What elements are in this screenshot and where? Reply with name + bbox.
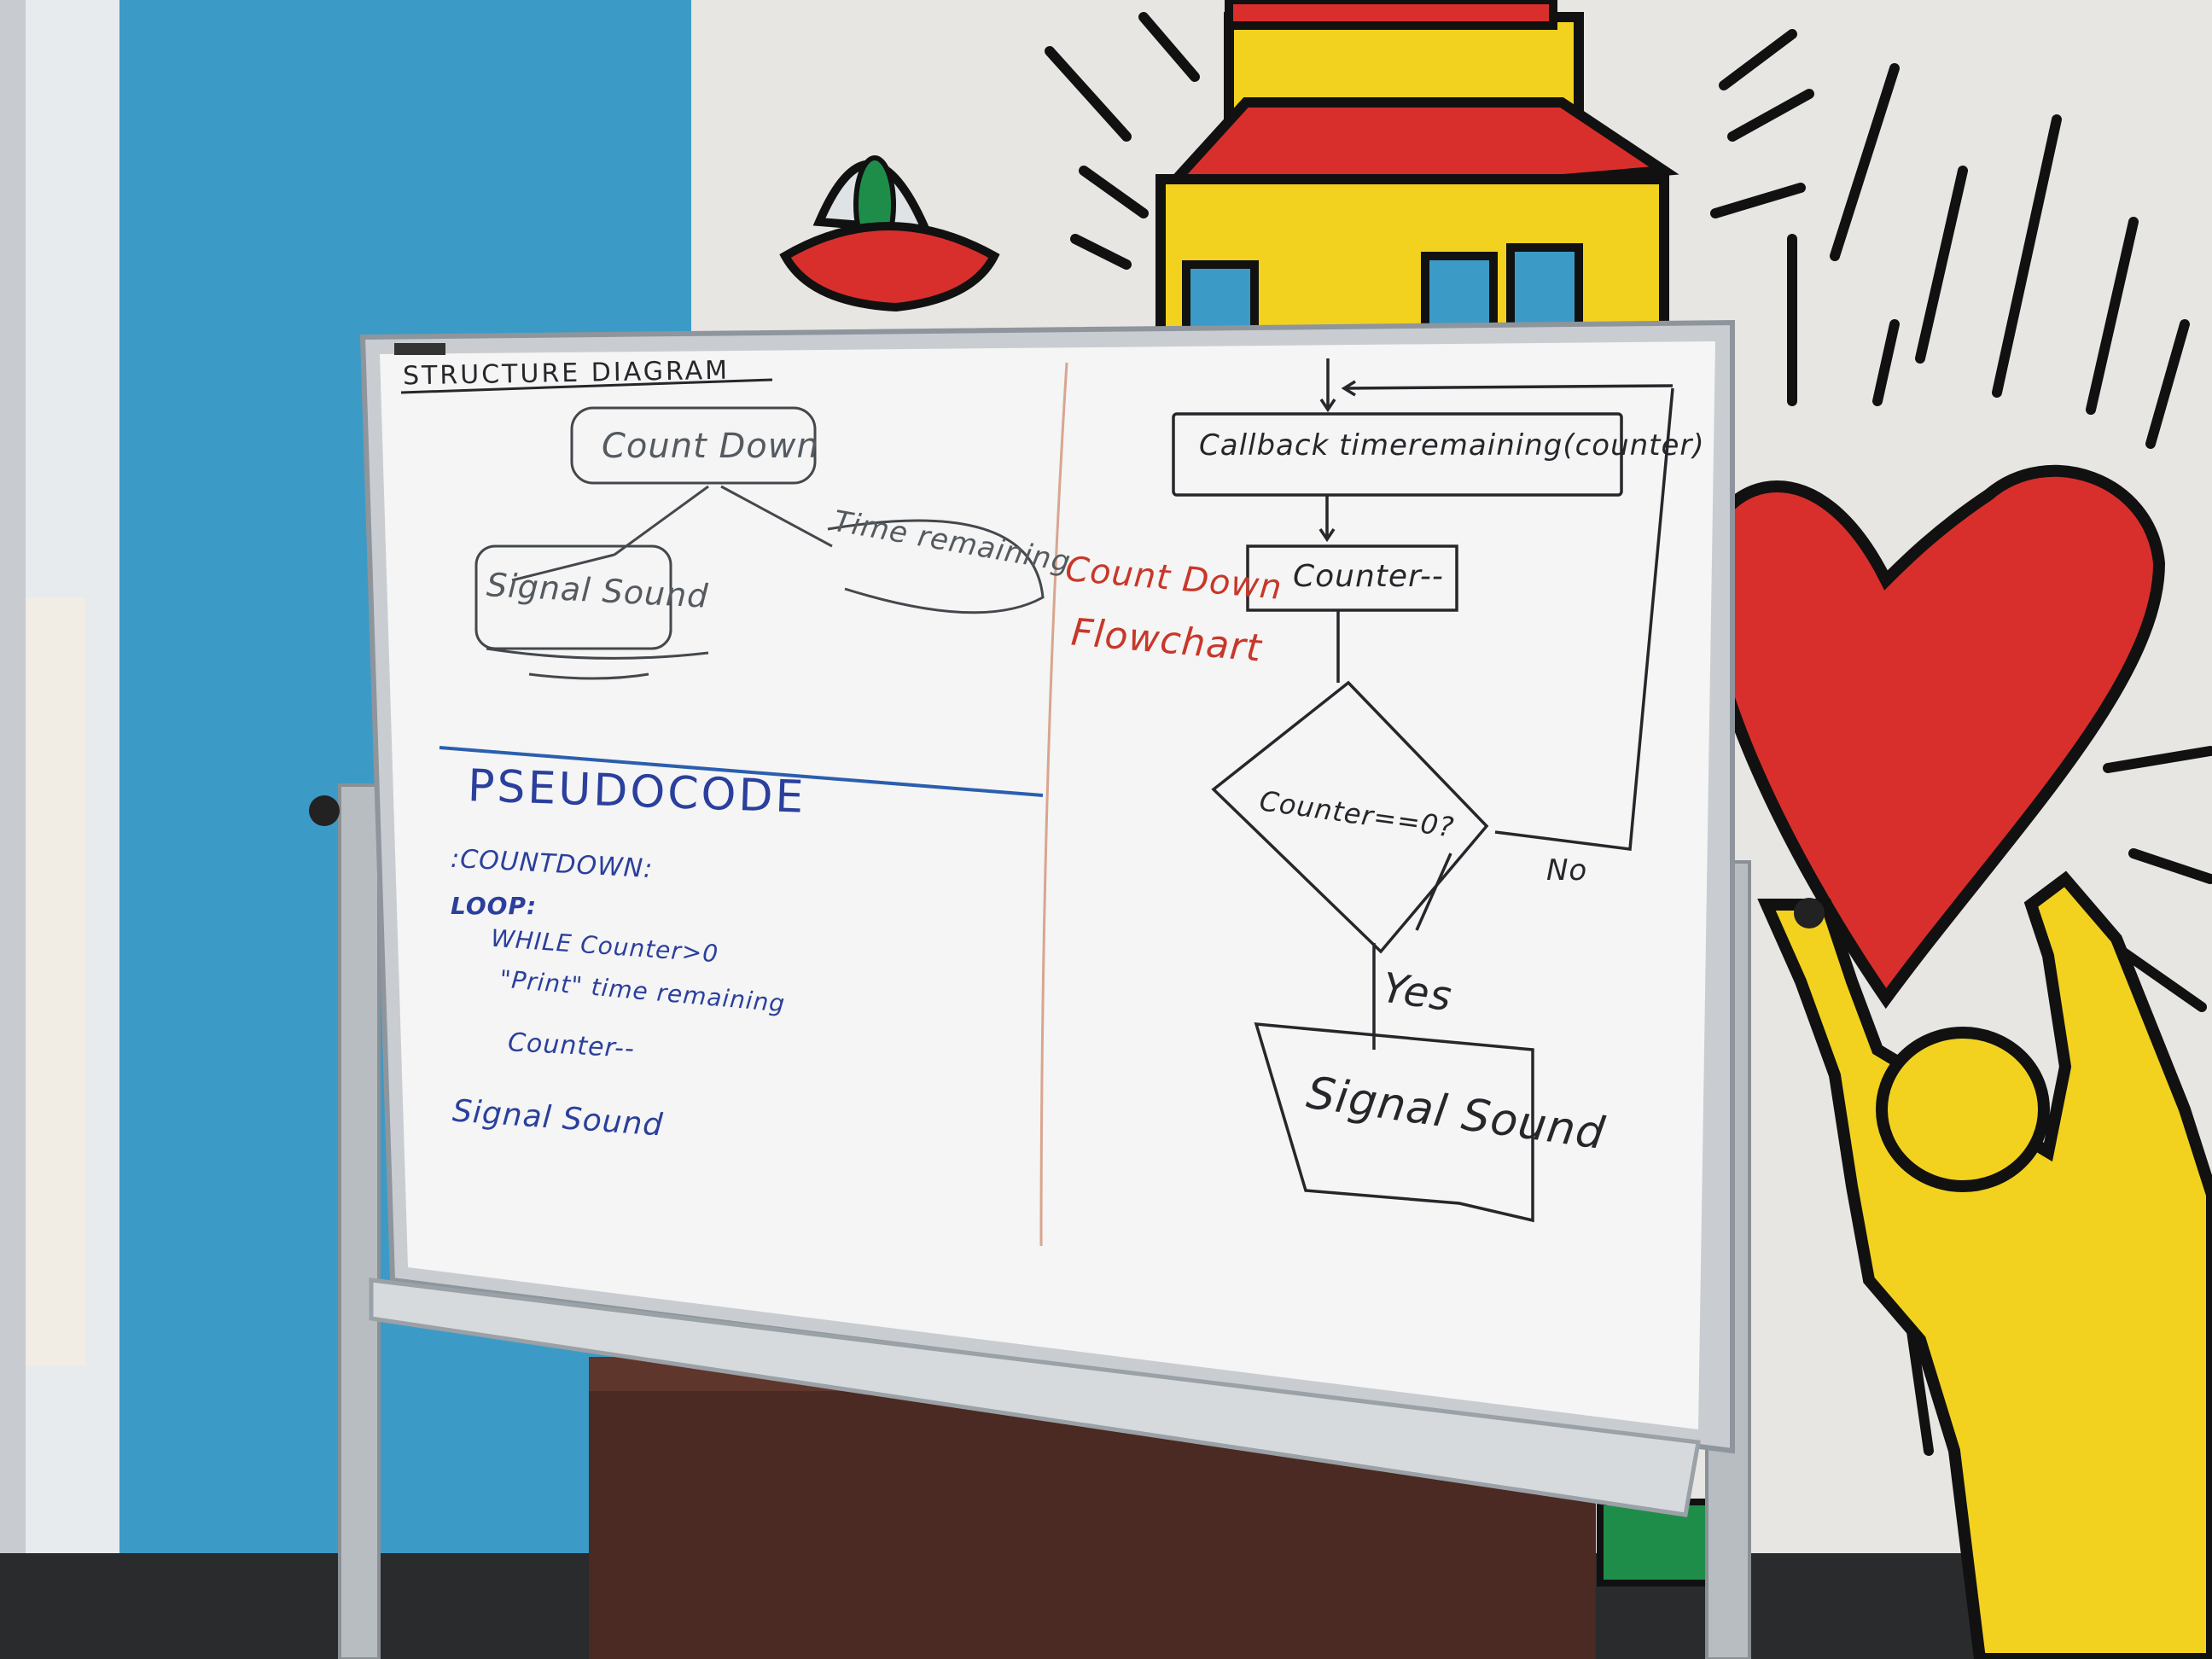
mural-house [1155, 0, 1679, 355]
flowchart-decrement-box: Counter-- [1293, 559, 1444, 594]
mural-rays [1045, 12, 2212, 1507]
cabinet [26, 597, 85, 1365]
board-brand-label [394, 343, 445, 355]
structure-diagram-title: STRUCTURE DIAGRAM [402, 355, 731, 392]
flowchart-no-label: No [1546, 853, 1588, 888]
whiteboard-surface [380, 341, 1715, 1429]
marker-tray [369, 1278, 1701, 1517]
board-divider [1039, 362, 1068, 1247]
flowchart-callback-box: Callback timeremaining(counter) [1199, 428, 1705, 463]
mural-ufo [779, 155, 1000, 312]
flowchart-yes-label: Yes [1379, 963, 1456, 1022]
structure-diagram-lines [474, 406, 1045, 680]
flowchart-lines [1172, 358, 1674, 1223]
structure-node-root: Count Down [602, 427, 819, 466]
mural-figure [1757, 870, 2212, 1659]
pseudocode-separator [439, 746, 1044, 797]
pseudocode-line-2: LOOP: [451, 892, 538, 920]
